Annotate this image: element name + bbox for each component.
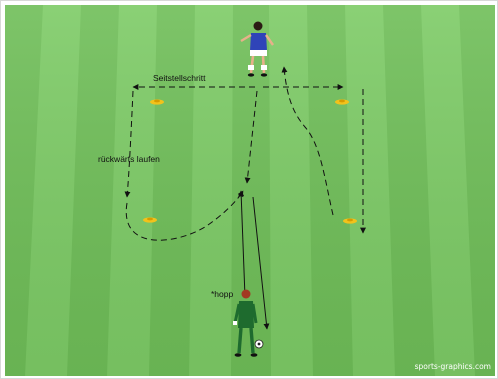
player-green [233, 289, 258, 357]
label-backward-run: rückwärts laufen [98, 154, 160, 164]
label-side-step: Seitstellschritt [153, 73, 206, 83]
movement-paths [124, 66, 366, 330]
pass-line-1 [238, 190, 246, 298]
cone-top-left [150, 99, 164, 105]
path-curve-up [281, 66, 334, 216]
cone-bottom-left [143, 217, 157, 223]
cone-bottom-right [343, 218, 357, 224]
drill-diagram: Seitstellschritt rückwärts laufen *hopp … [5, 5, 495, 376]
path-left-loop [125, 190, 244, 241]
cone-top-right [335, 99, 349, 105]
pass-line-2 [252, 196, 270, 330]
player-blue [240, 21, 274, 77]
watermark: sports-graphics.com [415, 362, 491, 371]
ball [254, 339, 264, 349]
path-centre-down [244, 90, 258, 184]
label-shout: *hopp [211, 289, 233, 299]
path-backward-run [124, 90, 134, 198]
